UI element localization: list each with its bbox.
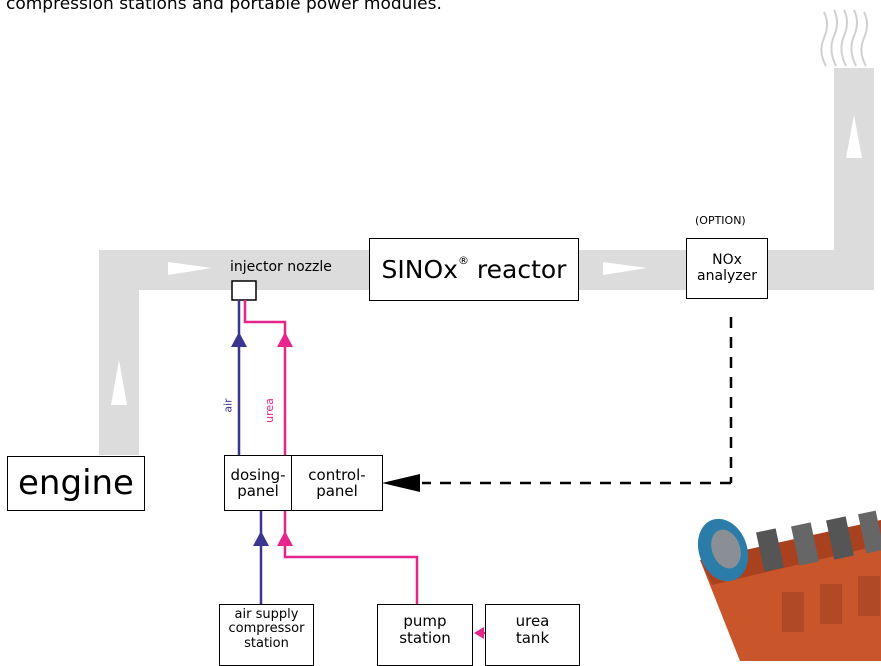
dosing-panel-line1: dosing- — [230, 465, 286, 484]
reactor-box: SINOx® reactor — [369, 238, 579, 301]
pump-station-box: pump station — [377, 604, 473, 666]
engine-box: engine — [7, 456, 145, 511]
dosing-panel-line2: panel — [237, 482, 279, 500]
urea-tank-line1: urea — [515, 612, 550, 630]
exhaust-smoke-icon — [820, 9, 868, 67]
air-arrow-icon — [231, 332, 269, 546]
option-label: (OPTION) — [695, 214, 746, 227]
nox-analyzer-line2: analyzer — [697, 267, 757, 284]
air-label: air — [221, 398, 235, 413]
air-supply-line3: station — [244, 635, 289, 651]
air-supply-line2: compressor — [228, 621, 305, 637]
control-panel-line2: panel — [316, 482, 358, 500]
flow-arrow-icon — [111, 115, 862, 405]
control-panel-box: control- panel — [291, 455, 383, 511]
caption-text: compression stations and portable power … — [6, 0, 442, 14]
urea-tank-line2: tank — [515, 628, 550, 647]
pump-station-line1: pump — [403, 612, 447, 630]
reactor-registered-mark: ® — [457, 254, 469, 267]
urea-tank-box: urea tank — [485, 604, 580, 666]
engine-photo — [697, 510, 881, 661]
control-panel-line1: control- — [308, 465, 366, 484]
air-supply-box: air supply compressor station — [219, 604, 314, 666]
air-line — [237, 300, 263, 604]
reactor-name: SINOx — [381, 254, 458, 284]
injector-nozzle — [231, 280, 257, 301]
urea-arrow-icon — [277, 332, 484, 639]
signal-line — [422, 317, 733, 485]
reactor-suffix: reactor — [468, 254, 567, 284]
pump-station-line2: station — [399, 628, 451, 647]
urea-label: urea — [262, 398, 276, 423]
engine-label: engine — [18, 462, 134, 503]
signal-arrow-icon — [382, 474, 420, 492]
air-supply-line1: air supply — [234, 607, 299, 622]
nox-analyzer-box: NOx analyzer — [686, 238, 768, 299]
dosing-panel-box: dosing- panel — [224, 455, 292, 511]
injector-nozzle-label: injector nozzle — [230, 259, 332, 275]
nox-analyzer-line1: NOx — [712, 252, 742, 269]
